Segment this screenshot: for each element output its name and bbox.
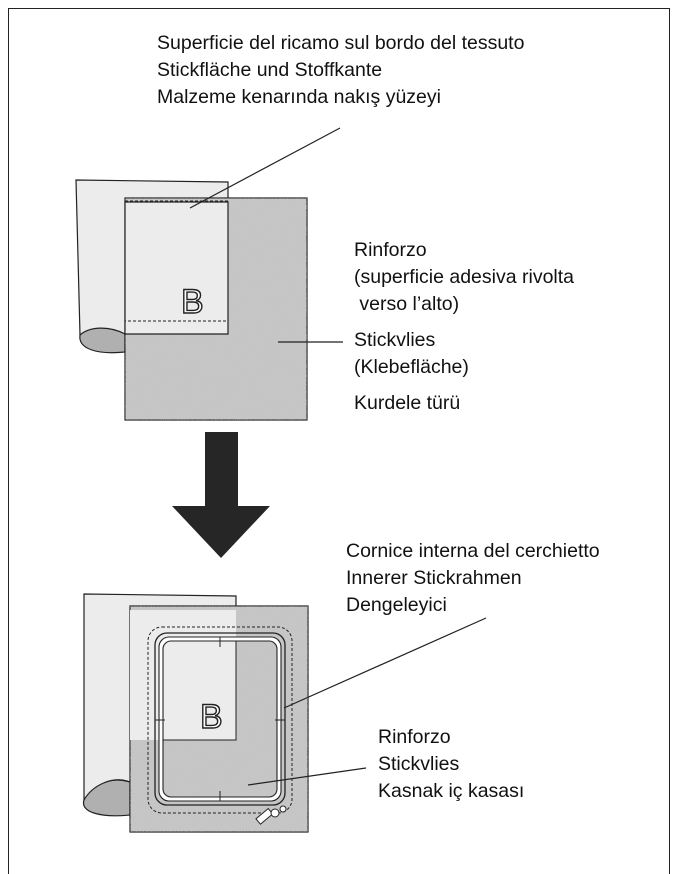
top-label-line-2: Stickfläche und Stoffkante bbox=[157, 59, 383, 81]
leader-bottom-stabilizer bbox=[247, 767, 367, 786]
hoop-screw-icon bbox=[255, 805, 287, 825]
stabilizer-label-line-6: Kurdele türü bbox=[354, 392, 461, 414]
stabilizer-label-line-1: Rinforzo bbox=[354, 239, 427, 261]
leader-top bbox=[189, 127, 341, 209]
bottom-stabilizer-label-line-3: Kasnak iç kasası bbox=[378, 780, 525, 802]
stabilizer-label-line-3: verso l’alto) bbox=[354, 293, 460, 315]
inner-frame-label: Cornice interna del cerchietto Innerer S… bbox=[346, 538, 600, 619]
top-label-line-1: Superficie del ricamo sul bordo del tess… bbox=[157, 32, 525, 54]
letter-b: B bbox=[181, 283, 204, 321]
bottom-stabilizer-label-line-1: Rinforzo bbox=[378, 726, 451, 748]
down-arrow-icon bbox=[172, 432, 270, 558]
stabilizer-label-line-2: (superficie adesiva rivolta bbox=[354, 266, 575, 288]
top-label-line-3: Malzeme kenarında nakış yüzeyi bbox=[157, 86, 441, 108]
bottom-stabilizer-label: Rinforzo Stickvlies Kasnak iç kasası bbox=[378, 724, 524, 805]
stabilizer-label: Rinforzo (superficie adesiva rivolta ver… bbox=[354, 237, 574, 417]
leader-hoop bbox=[283, 617, 487, 709]
inner-frame-label-line-1: Cornice interna del cerchietto bbox=[346, 540, 600, 562]
top-illustration: B bbox=[75, 127, 343, 421]
bottom-stabilizer-label-line-2: Stickvlies bbox=[378, 753, 460, 775]
stabilizer-label-line-4: Stickvlies bbox=[354, 329, 436, 351]
top-label: Superficie del ricamo sul bordo del tess… bbox=[157, 30, 524, 111]
embroidery-area-outline bbox=[124, 200, 229, 322]
inner-frame-label-line-2: Innerer Stickrahmen bbox=[346, 567, 522, 589]
stabilizer-label-line-5: (Klebefläche) bbox=[354, 356, 469, 378]
bottom-illustration: B bbox=[83, 593, 487, 833]
inner-frame-label-line-3: Dengeleyici bbox=[346, 594, 447, 616]
letter-b-bottom: B bbox=[200, 698, 223, 736]
figure-frame bbox=[8, 8, 670, 874]
